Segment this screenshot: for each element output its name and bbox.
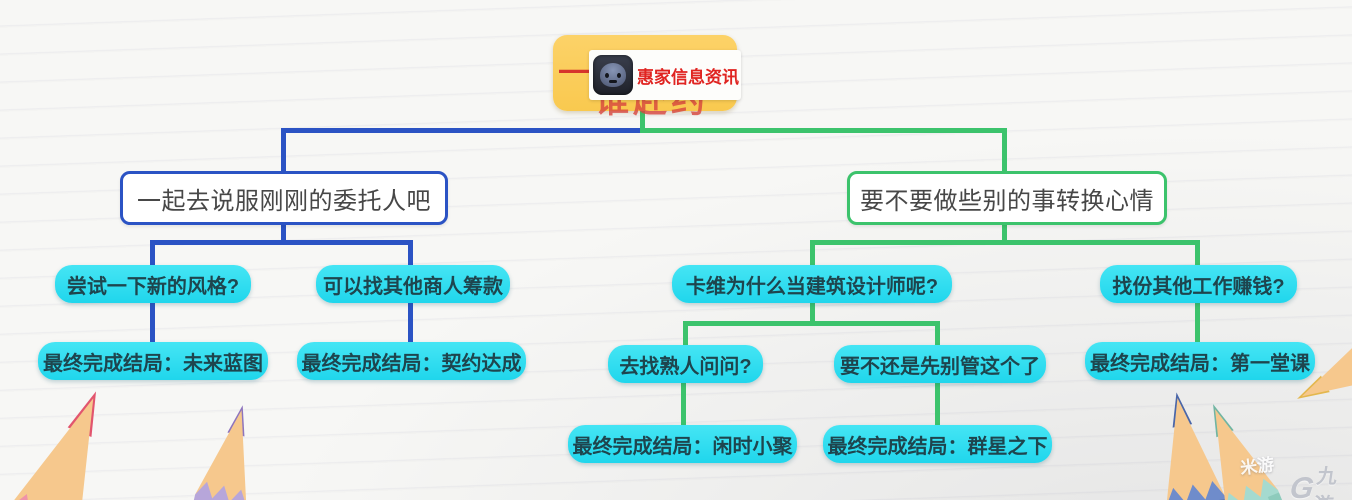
node-ending: 最终完成结局：群星之下 bbox=[823, 425, 1052, 463]
connector bbox=[1195, 240, 1200, 265]
node-choice: 去找熟人问问? bbox=[608, 345, 763, 383]
node-ending: 最终完成结局：第一堂课 bbox=[1085, 342, 1315, 380]
root-dash: — bbox=[559, 51, 591, 87]
pencil-blue-icon bbox=[1166, 392, 1265, 500]
pencil-teal-icon bbox=[1213, 404, 1352, 500]
connector bbox=[281, 225, 286, 243]
node-choice: 尝试一下新的风格? bbox=[55, 265, 251, 303]
connector-left-drop bbox=[281, 128, 286, 171]
connector bbox=[810, 303, 815, 324]
connector-left-horizontal bbox=[281, 128, 645, 133]
pencil-purple-icon bbox=[150, 405, 247, 500]
connector bbox=[1002, 225, 1007, 243]
watermark-miyou: 米游 bbox=[1239, 454, 1276, 478]
app-icon-face bbox=[600, 63, 626, 87]
overlay-title: 惠家信息资讯 bbox=[637, 67, 739, 87]
watermark-jiuyou: G 九游 bbox=[1286, 460, 1352, 500]
connector-right-horizontal bbox=[640, 128, 1007, 133]
pencil-pink-icon bbox=[0, 391, 97, 500]
node-choice: 要不还是先别管这个了 bbox=[834, 345, 1046, 383]
connector bbox=[935, 383, 940, 425]
connector-trunk bbox=[640, 111, 645, 133]
node-ending: 最终完成结局：未来蓝图 bbox=[38, 342, 268, 380]
connector bbox=[683, 321, 940, 326]
node-right-title: 要不要做些别的事转换心情 bbox=[847, 171, 1167, 225]
connector bbox=[810, 240, 815, 265]
node-left-title: 一起去说服刚刚的委托人吧 bbox=[120, 171, 448, 225]
node-choice: 可以找其他商人筹款 bbox=[316, 265, 510, 303]
connector-right-drop bbox=[1002, 128, 1007, 171]
node-ending: 最终完成结局：契约达成 bbox=[297, 342, 526, 380]
connector bbox=[408, 240, 413, 265]
app-icon bbox=[593, 55, 633, 95]
jiuyou-logo-icon: G bbox=[1287, 472, 1316, 500]
connector bbox=[681, 383, 686, 425]
connector bbox=[935, 321, 940, 345]
node-choice: 卡维为什么当建筑设计师呢? bbox=[672, 265, 952, 303]
connector bbox=[1195, 303, 1200, 342]
connector bbox=[683, 321, 688, 345]
connector bbox=[408, 303, 413, 342]
pencil-yellow-icon bbox=[1297, 325, 1352, 399]
connector bbox=[810, 240, 1200, 245]
connector bbox=[150, 240, 413, 245]
root-node: — 谁赴约 惠家信息资讯 bbox=[553, 35, 741, 120]
root-overlay-badge: 惠家信息资讯 bbox=[589, 50, 741, 100]
node-choice: 找份其他工作赚钱? bbox=[1100, 265, 1297, 303]
connector bbox=[150, 303, 155, 342]
node-ending: 最终完成结局：闲时小聚 bbox=[568, 425, 797, 463]
connector bbox=[150, 240, 155, 265]
